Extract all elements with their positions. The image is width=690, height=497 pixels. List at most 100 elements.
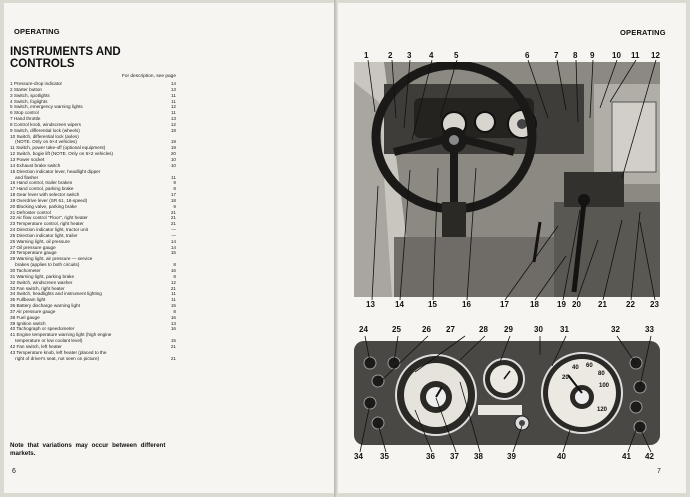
control-item-page: 21: [170, 355, 176, 361]
control-item-text: 16 Hand control, trailer brakes: [10, 180, 73, 186]
control-list-item: 34 Switch, headlights and instrument lig…: [10, 291, 176, 297]
control-item-text: 26 Warning light, oil pressure: [10, 238, 70, 244]
control-item-text: brakes (applies to both circuits): [10, 262, 80, 268]
callout-36: 36: [426, 452, 435, 461]
control-item-text: 29 Warning light, air pressure — service: [10, 256, 93, 262]
control-item-text: 34 Switch, headlights and instrument lig…: [10, 291, 102, 297]
control-item-text: 3 Switch, spotlights: [10, 92, 50, 98]
control-item-text: 24 Direction indicator light, tractor un…: [10, 227, 88, 233]
title-line-2: CONTROLS: [10, 58, 75, 70]
cab-interior-photo: [354, 62, 660, 297]
control-item-page: 10: [170, 162, 176, 168]
callout-17: 17: [500, 300, 509, 309]
control-item-text: 9 Switch, differential lock (wheels): [10, 127, 80, 133]
control-item-page: 21: [170, 209, 176, 215]
control-item-text: 4 Switch, foglights: [10, 98, 48, 104]
control-list-item: (NOTE. Only on 6×4 vehicles)19: [10, 139, 176, 145]
page-gutter: [334, 0, 338, 497]
control-item-page: 8: [173, 262, 176, 268]
callout-37: 37: [450, 452, 459, 461]
callout-9: 9: [590, 51, 595, 60]
control-item-text: 19 Overdrive lever (SR 61, 16-speed): [10, 197, 88, 203]
control-item-page: 11: [171, 92, 176, 98]
control-item-page: 21: [170, 343, 176, 349]
callout-3: 3: [407, 51, 412, 60]
callout-28: 28: [479, 325, 488, 334]
callout-16: 16: [462, 300, 471, 309]
control-item-text: 12 Switch, bogie lift (NOTE. Only on 6×2…: [10, 151, 114, 157]
control-list-item: 21 Defroster control 21: [10, 210, 176, 216]
speedo-tick-120: 120: [597, 407, 608, 413]
control-item-text: 7 Hand throttle: [10, 116, 41, 122]
control-item-page: 10: [170, 156, 176, 162]
control-item-page: 15: [170, 338, 176, 344]
control-item-text: 5 Switch, emergency warning lights: [10, 104, 83, 110]
control-item-text: 36 Battery discharge warning light: [10, 303, 80, 309]
control-item-page: 11: [171, 291, 176, 297]
control-item-text: 30 Tachometer: [10, 268, 41, 273]
control-item-text: 41 Engine temperature warning light (hig…: [10, 332, 112, 338]
callout-23: 23: [650, 300, 659, 309]
left-page: [4, 3, 334, 493]
callout-12: 12: [651, 51, 660, 60]
callout-22: 22: [626, 300, 635, 309]
control-item-text: 14 Exhaust brake switch: [10, 162, 61, 168]
control-item-page: 12: [170, 121, 176, 127]
right-section-header: OPERATING: [620, 28, 666, 37]
control-item-page: 16: [170, 268, 176, 273]
control-list-item: 14 Exhaust brake switch 10: [10, 163, 176, 169]
callout-41: 41: [622, 452, 631, 461]
callout-35: 35: [380, 452, 389, 461]
control-list-item: 38 Fuel gauge 16: [10, 315, 176, 321]
control-item-text: 21 Defroster control: [10, 209, 51, 215]
control-item-text: 23 Temperature control, right heater: [10, 221, 84, 227]
control-item-page: 14: [170, 244, 176, 250]
speedo-tick-100: 100: [599, 383, 610, 389]
control-list-item: 3 Switch, spotlights 11: [10, 93, 176, 99]
control-list-item: temperature or low coolant level) 15: [10, 338, 176, 344]
callout-42: 42: [645, 452, 654, 461]
control-item-page: 8: [173, 273, 176, 279]
control-item-page: 15: [170, 250, 176, 256]
control-item-text: 40 Tachograph or speedometer: [10, 326, 75, 332]
callout-39: 39: [507, 452, 516, 461]
callout-32: 32: [611, 325, 620, 334]
control-item-text: 15 Direction indicator lever, headlight …: [10, 168, 101, 174]
speedo-tick-40: 40: [572, 365, 579, 371]
callout-34: 34: [354, 452, 363, 461]
control-item-page: 21: [170, 221, 176, 227]
control-item-page: 19: [170, 145, 176, 151]
instrument-panel-closeup: 20 40 60 80 100 120: [354, 341, 660, 445]
callout-2: 2: [388, 51, 393, 60]
control-item-page: 21: [170, 285, 176, 291]
control-item-page: 11: [171, 297, 176, 303]
control-list-item: 15 Direction indicator lever, headlight …: [10, 169, 176, 175]
control-item-text: temperature or low coolant level): [10, 338, 83, 344]
control-item-page: 11: [171, 110, 176, 116]
control-list-item: 10 Switch, differential lock (axles): [10, 134, 176, 140]
control-list-item: 11 Switch, power take-off (optional equi…: [10, 145, 176, 151]
control-list-item: 41 Engine temperature warning light (hig…: [10, 332, 176, 338]
control-item-page: 16: [170, 314, 176, 320]
control-item-text: 38 Fuel gauge: [10, 314, 40, 320]
